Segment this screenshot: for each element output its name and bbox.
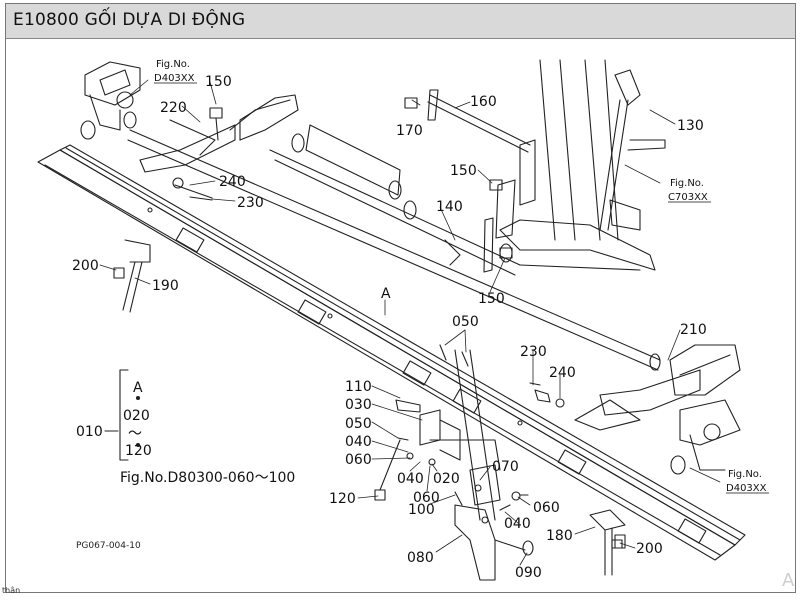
part-label: 220 bbox=[160, 100, 187, 116]
range-group-from: 020 bbox=[123, 408, 150, 424]
part-label: 080 bbox=[407, 550, 434, 566]
part-label: 060 bbox=[345, 452, 372, 468]
lever-frame-130 bbox=[499, 59, 666, 271]
page-title: E10800 GỐI DỰA DI ĐỘNG bbox=[13, 10, 246, 30]
leader-lines bbox=[99, 79, 721, 566]
range-group-to: 120 bbox=[125, 443, 152, 459]
fig-ref-code: C703XX bbox=[668, 192, 708, 203]
part-label: 180 bbox=[546, 528, 573, 544]
part-label: 050 bbox=[452, 314, 479, 330]
part-label: 040 bbox=[397, 471, 424, 487]
main-rail bbox=[37, 144, 746, 561]
part-label: 030 bbox=[345, 397, 372, 413]
fig-ref-label: Fig.No. bbox=[156, 59, 190, 70]
part-label: 140 bbox=[436, 199, 463, 215]
fig-ref-label: Fig.No. bbox=[670, 178, 704, 189]
part-label: 050 bbox=[345, 416, 372, 432]
part-label: 020 bbox=[433, 471, 460, 487]
fig-ref-code: D403XX bbox=[726, 483, 767, 494]
pin-160 bbox=[427, 89, 536, 273]
part-label: 200 bbox=[636, 541, 663, 557]
part-label: 110 bbox=[345, 379, 372, 395]
part-label: 070 bbox=[492, 459, 519, 475]
part-label: 210 bbox=[680, 322, 707, 338]
part-label: 230 bbox=[520, 344, 547, 360]
part-label: 130 bbox=[677, 118, 704, 134]
part-label: 200 bbox=[72, 258, 99, 274]
bracket-190 bbox=[113, 239, 151, 313]
footnote-text: thân bbox=[2, 586, 21, 595]
part-label: 240 bbox=[219, 174, 246, 190]
part-label: 060 bbox=[413, 490, 440, 506]
watermark: A bbox=[782, 570, 795, 591]
figure-code: PG067-004-10 bbox=[76, 541, 141, 551]
range-group-start-label: A bbox=[133, 380, 143, 396]
range-group-fig-ref: Fig.No.D80300-060～100 bbox=[120, 470, 295, 486]
part-labels: 150 220 240 230 170 160 130 150 140 150 … bbox=[72, 74, 707, 581]
bracket-210 bbox=[574, 344, 741, 475]
part-label: 240 bbox=[549, 365, 576, 381]
fig-ref-code: D403XX bbox=[154, 73, 195, 84]
fig-ref-top-left: Fig.No. D403XX bbox=[154, 59, 197, 84]
cross-bar-140 bbox=[127, 124, 661, 371]
part-label: 190 bbox=[152, 278, 179, 294]
part-label: 150 bbox=[205, 74, 232, 90]
part-label: 040 bbox=[345, 434, 372, 450]
part-label: 120 bbox=[329, 491, 356, 507]
fig-ref-right-mid: Fig.No. C703XX bbox=[668, 178, 711, 203]
part-label: 040 bbox=[504, 516, 531, 532]
lock-assembly bbox=[395, 349, 551, 581]
diagram-frame bbox=[5, 3, 796, 593]
part-label: 150 bbox=[450, 163, 477, 179]
part-label: 150 bbox=[478, 291, 505, 307]
title-bar: E10800 GỐI DỰA DI ĐỘNG bbox=[6, 4, 795, 39]
range-bracket bbox=[104, 369, 141, 461]
fig-ref-bottom-right: Fig.No. D403XX bbox=[726, 469, 769, 494]
fig-ref-label: Fig.No. bbox=[728, 469, 762, 480]
part-label: 090 bbox=[515, 565, 542, 581]
range-group-tilde: ～ bbox=[128, 426, 142, 442]
range-group-number: 010 bbox=[76, 424, 103, 440]
bracket-220 bbox=[80, 61, 299, 199]
part-label: 160 bbox=[470, 94, 497, 110]
range-group: 010 A 020 ～ 120 Fig.No.D80300-060～100 bbox=[76, 380, 295, 486]
view-label: A bbox=[381, 286, 391, 302]
part-label: 230 bbox=[237, 195, 264, 211]
part-label: 060 bbox=[533, 500, 560, 516]
part-label: 100 bbox=[408, 502, 435, 518]
bracket-180 bbox=[589, 509, 626, 576]
part-label: 170 bbox=[396, 123, 423, 139]
